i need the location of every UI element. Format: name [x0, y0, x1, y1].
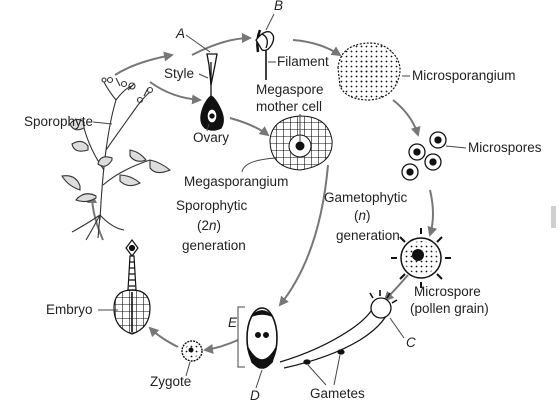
label-b-leader [265, 13, 275, 31]
gametophytic-ploidy: (n) [354, 208, 371, 223]
label-c-leader [389, 317, 405, 339]
stamen-illustration [255, 29, 275, 80]
megasporangium-leader [241, 157, 277, 173]
microspores-illustration [401, 131, 447, 181]
megaspore-mother-cell-line1: Megaspore [256, 82, 324, 97]
microsporangium-illustration [337, 42, 401, 101]
scrollbar-thumb[interactable] [551, 206, 556, 228]
microspores-leader [445, 145, 467, 149]
megaspore-mother-cell-line2: mother cell [256, 99, 322, 114]
arrow-to-microsporangium [292, 39, 342, 57]
zygote-illustration [181, 340, 203, 362]
embryo-sac-illustration [246, 307, 278, 369]
arrow-to-stamen [191, 33, 252, 56]
sporophytic-line3: generation [182, 238, 246, 253]
microspore-pollen-line1: Microspore [414, 284, 481, 299]
arrow-to-embryo [148, 326, 179, 348]
ovary-label: Ovary [193, 130, 229, 145]
label-a-leader [185, 34, 211, 53]
label-b: B [274, 0, 283, 13]
arrow-megasporangium-to-embryo-sac [278, 164, 329, 307]
filament-label: Filament [277, 54, 329, 69]
arrow-sporophyte-to-style [114, 51, 174, 76]
microspores-label: Microspores [468, 140, 542, 155]
style-leader [198, 73, 209, 79]
pollen-grain-illustration [391, 228, 451, 288]
embryo-label: Embryo [46, 302, 93, 317]
sporophyte-leader [92, 121, 113, 125]
megasporangium-label: Megasporangium [184, 174, 288, 189]
pistil-illustration [200, 53, 224, 131]
label-d-leader [255, 369, 263, 389]
sporophytic-ploidy: (2n) [197, 218, 221, 233]
arrow-to-microspores [392, 99, 421, 137]
sporophytic-line1: Sporophytic [176, 198, 248, 213]
label-a: A [175, 26, 185, 41]
microsporangium-label: Microsporangium [412, 68, 516, 83]
arrow-to-pollen-grain [427, 189, 438, 237]
pollen-tube-illustration [279, 290, 398, 369]
label-c: C [406, 335, 416, 350]
sporophyte-plant-illustration [61, 76, 172, 241]
gametophytic-line3: generation [336, 228, 400, 243]
arrow-to-pollen-tube [383, 274, 409, 302]
arrow-ovary-to-megasporangium [229, 117, 270, 137]
embryo-illustration [113, 239, 151, 335]
ovary-leader [206, 123, 210, 132]
style-label: Style [164, 66, 194, 81]
zygote-leader [185, 361, 191, 377]
gametophytic-line1: Gametophytic [324, 190, 408, 205]
label-d: D [250, 388, 260, 403]
label-e: E [228, 315, 238, 330]
megasporangium-illustration [269, 115, 333, 171]
zygote-label: Zygote [150, 374, 191, 389]
cycle-arrows [87, 33, 438, 354]
gametes-label: Gametes [310, 386, 365, 401]
microspore-pollen-line2: (pollen grain) [410, 301, 489, 316]
sporophyte-label: Sporophyte [24, 114, 93, 129]
arrow-to-ovary [149, 81, 202, 105]
gametes-leaders [307, 354, 341, 386]
arrow-to-zygote [203, 339, 239, 354]
embryo-sac-bracket [237, 306, 245, 368]
